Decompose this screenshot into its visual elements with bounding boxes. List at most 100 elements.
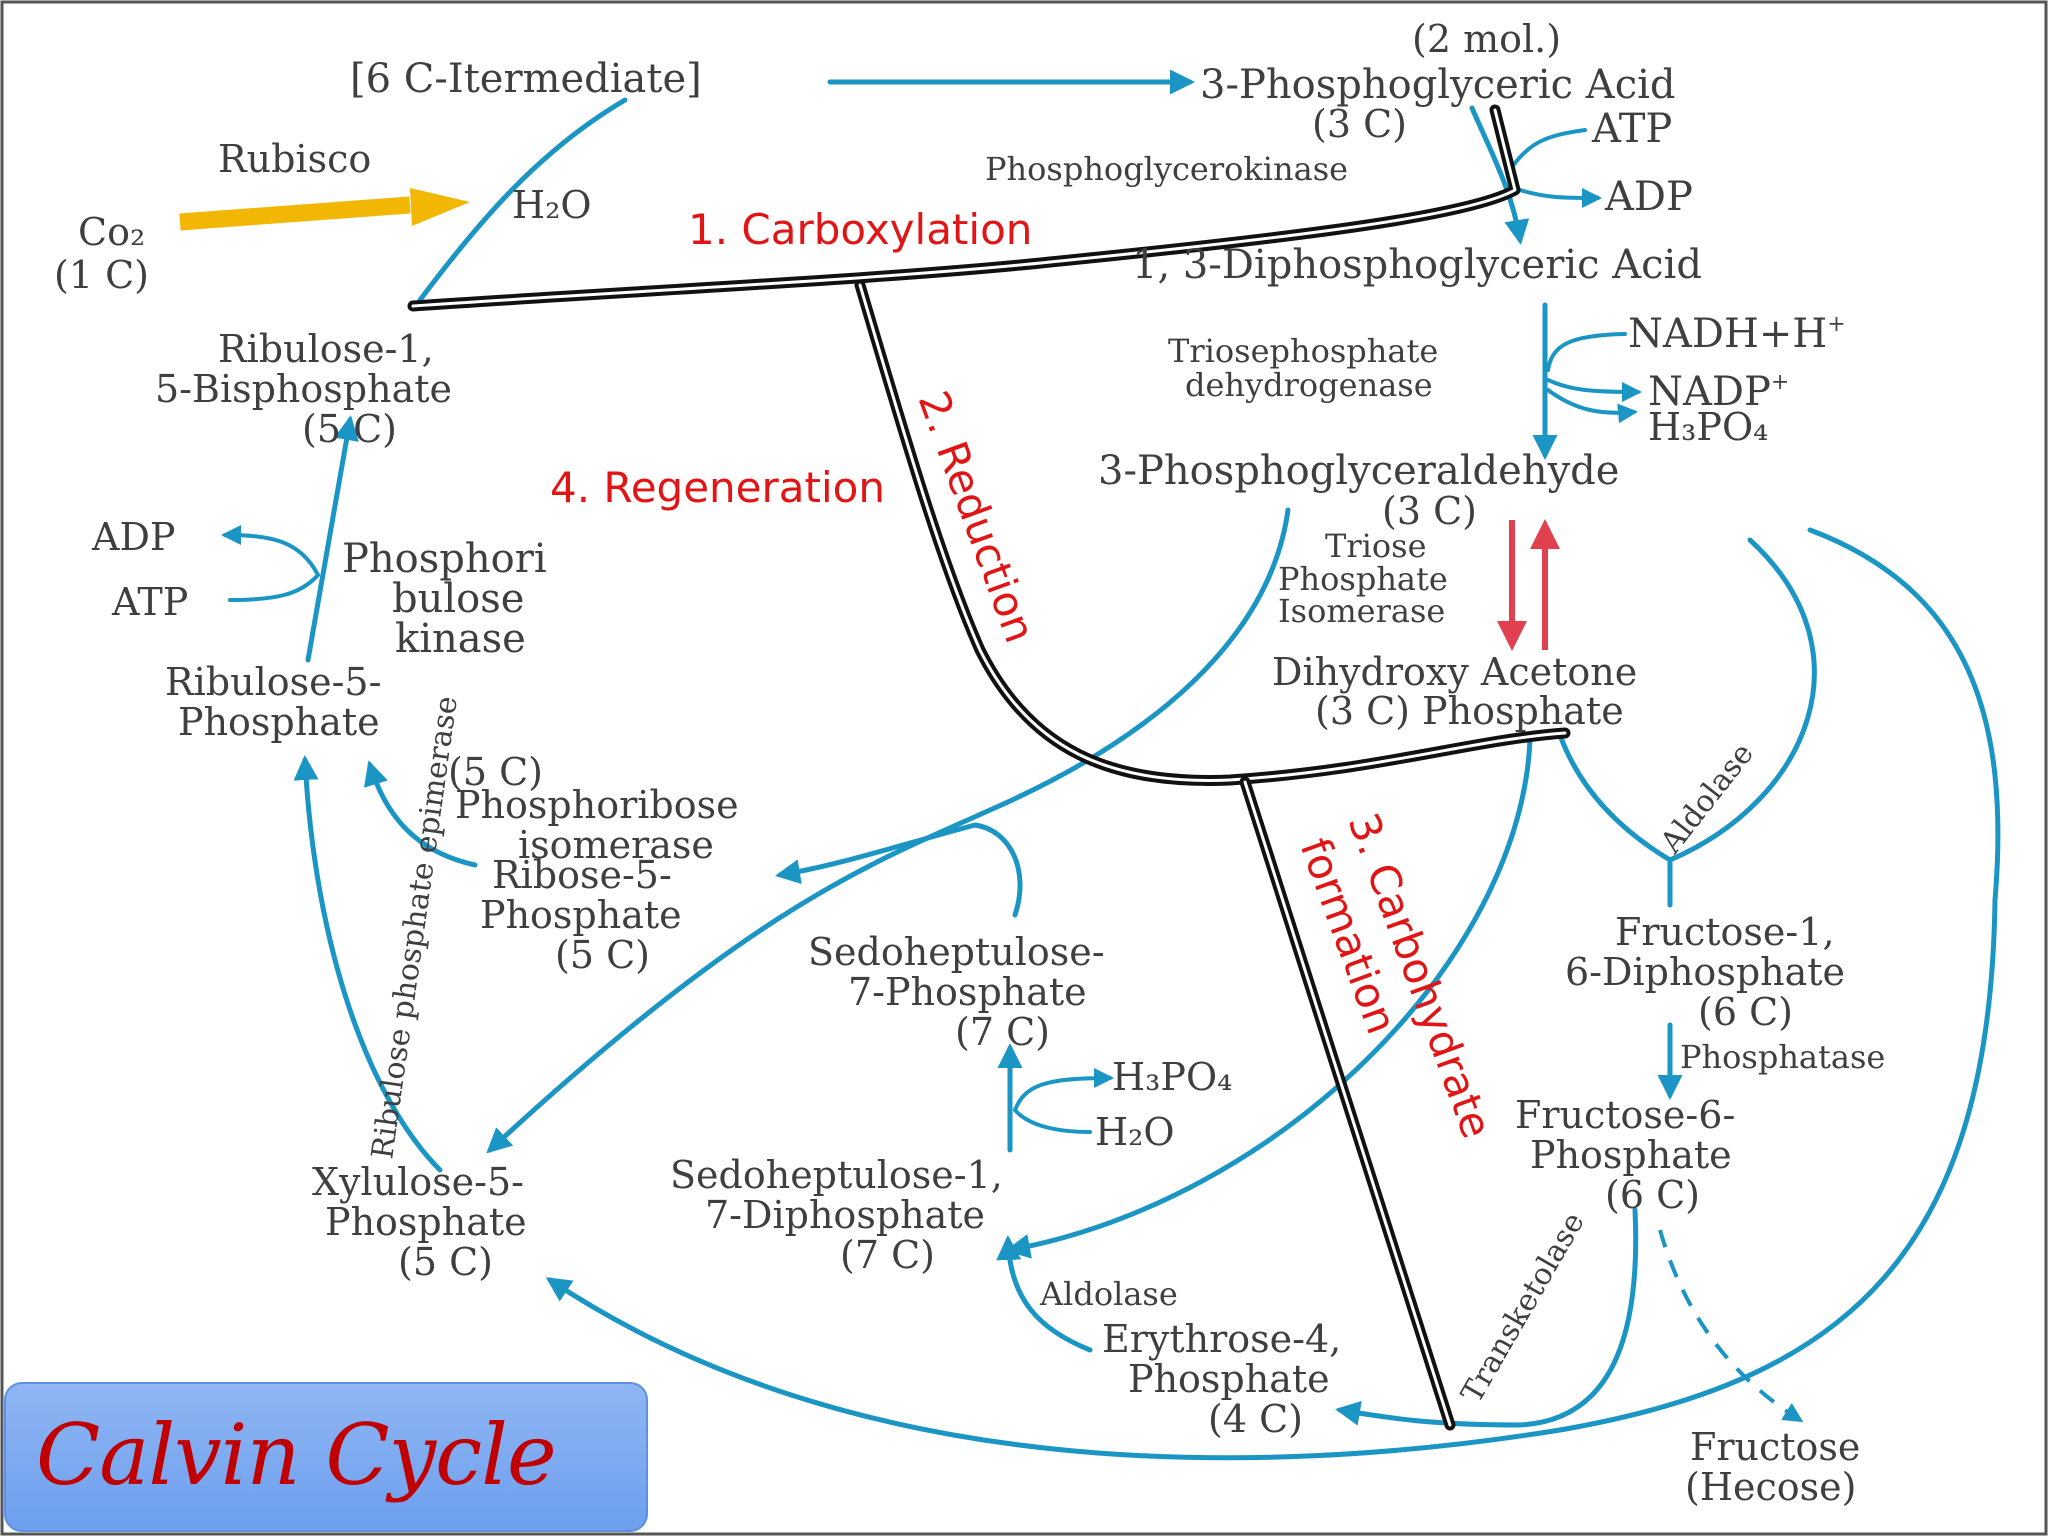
enzyme-prk-line3: kinase bbox=[395, 616, 526, 662]
compound-r5p-line1: Ribose-5- bbox=[492, 853, 672, 897]
cofactor-atp-top: ATP bbox=[1591, 106, 1672, 152]
compound-pga-carbons: (3 C) bbox=[1312, 102, 1407, 146]
compound-e4p-line1: Erythrose-4, bbox=[1102, 1317, 1341, 1361]
compound-labels: [6 C-Itermediate] (2 mol.) 3-Phosphoglyc… bbox=[54, 17, 1860, 1509]
enzyme-phosphoglycerokinase: Phosphoglycerokinase bbox=[985, 150, 1348, 188]
compound-sbp-line2: 7-Diphosphate bbox=[705, 1193, 985, 1237]
compound-s7p-line2: 7-Phosphate bbox=[848, 970, 1087, 1014]
compound-dpga: 1, 3-Diphosphoglyceric Acid bbox=[1132, 242, 1702, 288]
cofactor-adp-left: ADP bbox=[91, 515, 175, 559]
compound-rubp-line2: 5-Bisphosphate bbox=[155, 367, 452, 411]
compound-fbp-line1: Fructose-1, bbox=[1615, 910, 1835, 954]
compound-fructose: Fructose bbox=[1690, 1425, 1860, 1469]
pathway-arrows bbox=[221, 69, 2001, 1461]
arrow-rubp-to-intermediate bbox=[417, 97, 628, 303]
compound-s7p-carbons: (7 C) bbox=[955, 1010, 1050, 1054]
arrow-adp-out bbox=[1518, 187, 1602, 208]
arrow-atp-left-in bbox=[228, 573, 320, 602]
enzyme-rpi-line1: Phosphoribose bbox=[455, 783, 739, 827]
compound-co2-carbons: (1 C) bbox=[54, 253, 149, 297]
arrow-nadh-in bbox=[1546, 332, 1627, 372]
arrow-adp-left-out bbox=[221, 525, 320, 577]
enzyme-rpi-line2: isomerase bbox=[518, 823, 714, 867]
compound-pga: 3-Phosphoglyceric Acid bbox=[1200, 62, 1676, 108]
stage-dividers bbox=[407, 104, 1571, 1431]
enzyme-tpi-line3: Isomerase bbox=[1278, 592, 1445, 630]
arrow-f6p-to-fructose bbox=[1658, 1229, 1804, 1423]
arrow-dhap-to-sbp bbox=[1005, 737, 1533, 1259]
arrow-pgald-to-x5p bbox=[486, 507, 1291, 1154]
compound-f6p-carbons: (6 C) bbox=[1605, 1173, 1700, 1217]
compound-s7p-line1: Sedoheptulose- bbox=[808, 930, 1105, 974]
enzyme-phosphatase: Phosphatase bbox=[1680, 1038, 1885, 1076]
compound-pga-mol: (2 mol.) bbox=[1412, 17, 1561, 61]
compound-dhap-line2: (3 C) Phosphate bbox=[1315, 689, 1624, 733]
compound-fructose-hecose: (Hecose) bbox=[1685, 1465, 1856, 1509]
title-banner: Calvin Cycle bbox=[4, 1382, 648, 1532]
cofactor-labels: ATP ADP H₂O NADH+H+ NADP+ H₃PO₄ ADP ATP … bbox=[91, 106, 1846, 1154]
isomerase-double-arrow bbox=[1497, 519, 1560, 651]
arrow-pga-to-dpga bbox=[1469, 105, 1530, 245]
cofactor-nadp: NADP+ bbox=[1648, 369, 1789, 415]
compound-co2: Co₂ bbox=[78, 210, 145, 254]
compound-e4p-line2: Phosphate bbox=[1128, 1357, 1330, 1401]
enzyme-prk-line2: bulose bbox=[392, 576, 524, 622]
compound-x5p-line1: Xylulose-5- bbox=[312, 1160, 524, 1204]
compound-r5p-carbons-top: (5 C) bbox=[448, 750, 543, 794]
cofactor-adp-top: ADP bbox=[1604, 174, 1693, 220]
compound-intermediate: [6 C-Itermediate] bbox=[350, 56, 702, 102]
cofactor-h3po4-mid: H₃PO₄ bbox=[1112, 1055, 1232, 1099]
cofactor-atp-left: ATP bbox=[111, 580, 188, 624]
compound-x5p-carbons: (5 C) bbox=[398, 1240, 493, 1284]
compound-fbp-line2: 6-Diphosphate bbox=[1565, 950, 1845, 994]
enzyme-tpi-line2: Phosphate bbox=[1278, 560, 1448, 598]
compound-r5p-carbons: (5 C) bbox=[555, 933, 650, 977]
enzyme-tpi-line1: Triose bbox=[1325, 527, 1427, 565]
cofactor-h2o-mid: H₂O bbox=[1095, 1110, 1175, 1154]
enzyme-transketolase: Transketolase bbox=[1455, 1206, 1592, 1409]
compound-pgald-carbons: (3 C) bbox=[1382, 489, 1477, 533]
arrow-s7p-to-r5p bbox=[775, 822, 1023, 918]
cofactor-h3po4-top: H₃PO₄ bbox=[1648, 405, 1768, 449]
compound-ru5p-line1: Ribulose-5- bbox=[165, 660, 381, 704]
arrow-dhap-to-aldolase bbox=[1557, 732, 1673, 863]
arrow-r5p-to-ru5p bbox=[363, 760, 478, 868]
arrow-pgald-to-aldolase bbox=[1667, 537, 1817, 863]
compound-r5p-line2: Phosphate bbox=[480, 893, 682, 937]
enzyme-aldolase-mid: Aldolase bbox=[1039, 1275, 1178, 1313]
compound-e4p-carbons: (4 C) bbox=[1208, 1397, 1303, 1441]
cofactor-h2o-top: H₂O bbox=[512, 183, 592, 227]
arrow-h3po4-out bbox=[1546, 388, 1638, 424]
compound-x5p-line2: Phosphate bbox=[325, 1200, 527, 1244]
compound-pgald: 3-Phosphoglyceraldehyde bbox=[1098, 448, 1619, 494]
arrow-x5p-to-ru5p bbox=[293, 755, 443, 1173]
arrow-nadp-out bbox=[1546, 378, 1642, 402]
arrow-e4p-to-sbp bbox=[996, 1235, 1093, 1353]
co2-arrow bbox=[179, 188, 470, 231]
arrow-f6p-to-e4p bbox=[1335, 1207, 1639, 1428]
compound-sbp-line1: Sedoheptulose-1, bbox=[670, 1153, 1003, 1197]
compound-f6p-line2: Phosphate bbox=[1530, 1133, 1732, 1177]
compound-ru5p-line2: Phosphate bbox=[178, 700, 380, 744]
enzyme-epimerase: Ribulose phosphate epimerase bbox=[365, 694, 465, 1161]
cofactor-nadh: NADH+H+ bbox=[1628, 311, 1846, 357]
enzyme-tpdh-line2: dehydrogenase bbox=[1185, 366, 1433, 404]
compound-fbp-carbons: (6 C) bbox=[1698, 990, 1793, 1034]
compound-sbp-carbons: (7 C) bbox=[840, 1233, 935, 1277]
compound-rubp-carbons: (5 C) bbox=[302, 407, 397, 451]
arrow-h2o-mid-in bbox=[1013, 1108, 1092, 1134]
enzyme-prk-line1: Phosphori bbox=[342, 536, 547, 582]
compound-rubp-line1: Ribulose-1, bbox=[218, 327, 434, 371]
stage-label-regeneration: 4. Regeneration bbox=[550, 463, 885, 512]
compound-f6p-line1: Fructose-6- bbox=[1515, 1093, 1735, 1137]
arrow-to-x5p-bottom bbox=[545, 527, 2001, 1461]
arrow-h3po4-mid-out bbox=[1013, 1068, 1114, 1112]
enzyme-tpdh-line1: Triosephosphate bbox=[1168, 332, 1438, 370]
arrow-atp-in bbox=[1508, 128, 1587, 172]
diagram-title: Calvin Cycle bbox=[36, 1406, 557, 1504]
enzyme-rubisco: Rubisco bbox=[218, 137, 371, 181]
stage-label-carboxylation: 1. Carboxylation bbox=[688, 205, 1032, 254]
